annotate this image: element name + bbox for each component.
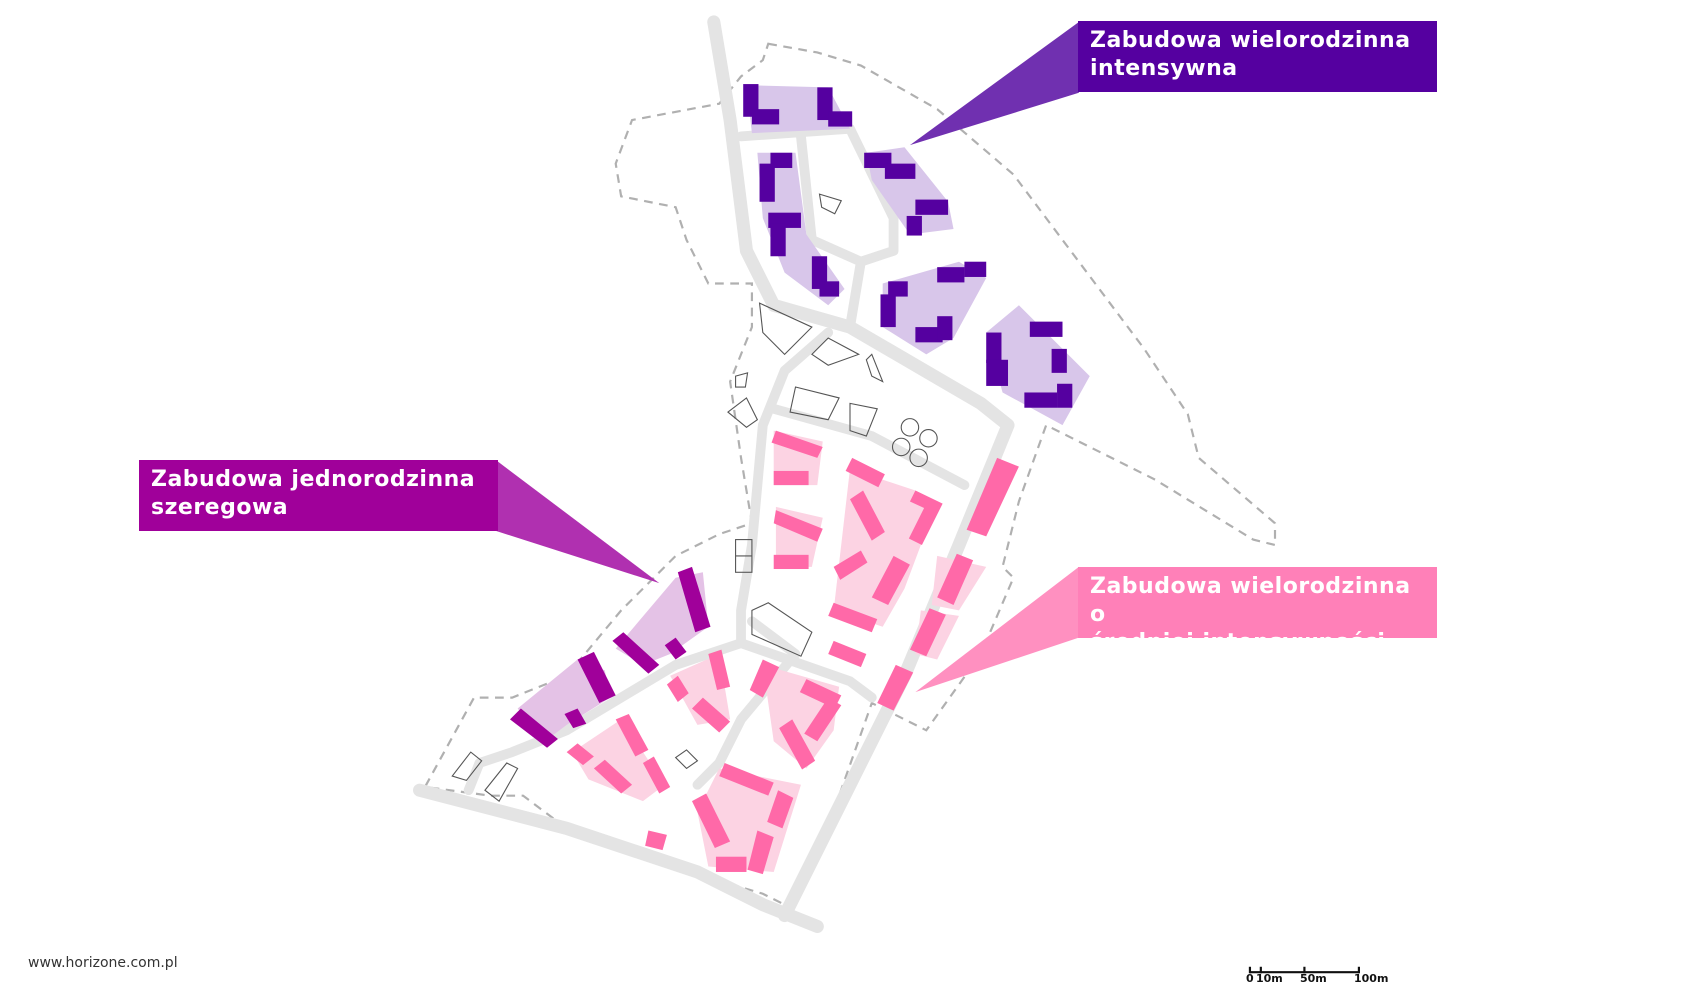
label-line: szeregowa <box>151 495 289 520</box>
label-line: średniej intensywności <box>1090 630 1386 655</box>
terraced-zones <box>510 566 711 748</box>
scale-bar <box>1248 966 1360 974</box>
callout-pointer-medium <box>915 566 1079 693</box>
callout-pointer-intensive <box>909 21 1079 146</box>
watermark: www.horizone.com.pl <box>28 955 178 971</box>
label-line: intensywna <box>1090 56 1238 81</box>
roads <box>413 15 1015 933</box>
scale-tick-10m: 10m <box>1256 972 1283 985</box>
label-line: Zabudowa wielorodzinna o <box>1090 574 1411 627</box>
site-boundary <box>423 42 1277 907</box>
legend-label-medium: Zabudowa wielorodzinna o średniej intens… <box>1078 567 1437 655</box>
legend-label-terraced: Zabudowa jednorodzinna szeregowa <box>139 460 498 531</box>
legend-label-intensive: Zabudowa wielorodzinna intensywna <box>1078 21 1437 92</box>
callout-pointer-terraced <box>495 460 660 584</box>
label-line: Zabudowa jednorodzinna <box>151 467 476 492</box>
intensive-zones <box>743 84 1090 426</box>
existing-buildings <box>451 193 938 802</box>
scale-tick-0: 0 <box>1246 972 1254 985</box>
scale-tick-50m: 50m <box>1300 972 1327 985</box>
label-line: Zabudowa wielorodzinna <box>1090 28 1411 53</box>
medium-zones <box>566 430 1019 875</box>
scale-tick-100m: 100m <box>1354 972 1389 985</box>
